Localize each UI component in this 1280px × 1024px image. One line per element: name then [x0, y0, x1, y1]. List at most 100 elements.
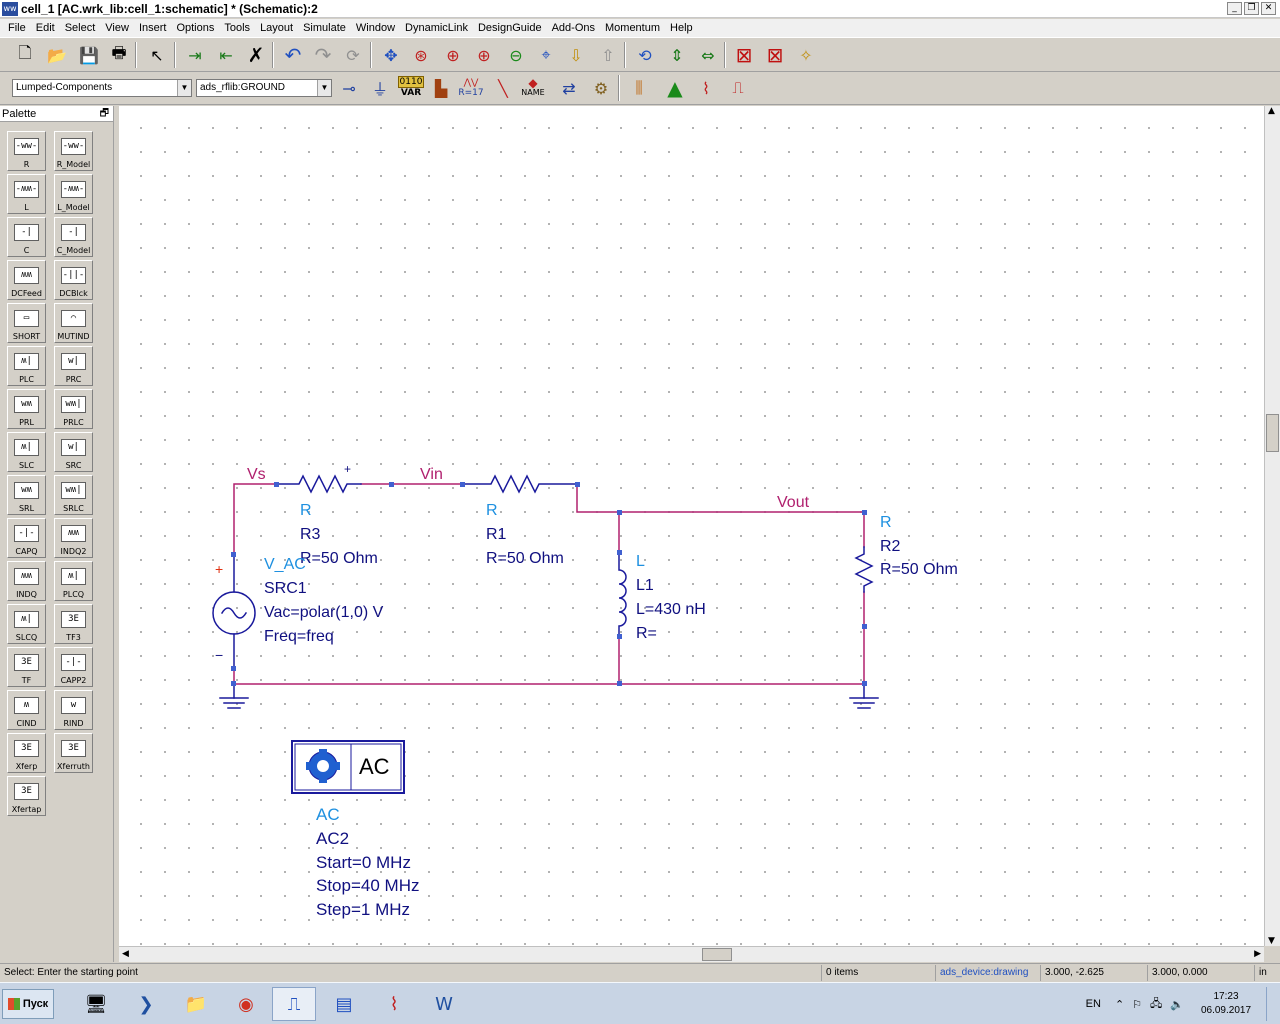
library-select[interactable]: Lumped-Components ▼ [12, 79, 192, 97]
menu-edit[interactable]: Edit [35, 22, 55, 34]
palette-item-mutind[interactable]: ⌒MUTIND [54, 303, 93, 343]
menu-help[interactable]: Help [670, 22, 693, 34]
menu-file[interactable]: File [8, 22, 26, 34]
save-icon[interactable]: 💾 [79, 45, 99, 65]
ads-schematic-window-icon[interactable]: ▤ [335, 993, 353, 1015]
palette-item-slcq[interactable]: ʍ|SLCQ [7, 604, 46, 644]
short-component-icon[interactable]: ⊠ [766, 43, 784, 67]
restore-button[interactable]: ❐ [1244, 2, 1259, 15]
menu-add-ons[interactable]: Add-Ons [551, 22, 595, 34]
wire-icon[interactable]: ╲ [498, 78, 508, 98]
zoom-in-icon[interactable]: ⊕ [446, 45, 460, 65]
wand-icon[interactable]: ✧ [799, 45, 813, 65]
print-icon[interactable]: 🖶 [111, 42, 127, 62]
inductor-l1[interactable] [618, 551, 627, 637]
swap-icon[interactable]: ⇄ [562, 78, 576, 98]
ads-main-window-icon[interactable]: ⎍ [272, 987, 316, 1021]
open-folder-icon[interactable]: 📂 [47, 45, 67, 65]
bar-chart-icon[interactable]: ▙ [434, 78, 448, 98]
resistor-r3[interactable] [275, 474, 362, 494]
simulate-icon[interactable]: ▲ [667, 76, 683, 100]
data-display-icon[interactable]: ⌇ [702, 78, 710, 98]
menu-momentum[interactable]: Momentum [605, 22, 661, 34]
zoom-view-all-icon[interactable]: ⊛ [414, 45, 428, 65]
chevron-down-icon[interactable]: ▼ [177, 80, 191, 96]
menu-insert[interactable]: Insert [138, 22, 167, 34]
palette-item-plc[interactable]: ʍ|PLC [7, 346, 46, 386]
menu-window[interactable]: Window [355, 22, 396, 34]
menu-designguide[interactable]: DesignGuide [477, 22, 542, 34]
mirror-y-icon[interactable]: ⇔ [701, 45, 715, 65]
menu-layout[interactable]: Layout [260, 22, 294, 34]
move-icon[interactable]: ✥ [384, 45, 398, 65]
ac-source-src1[interactable] [212, 554, 256, 670]
resistor-r1[interactable] [461, 474, 578, 494]
scroll-left-icon[interactable]: ◀ [122, 949, 129, 959]
rotate-icon[interactable]: ⟲ [638, 45, 652, 65]
scroll-up-icon[interactable]: ▲ [1268, 106, 1275, 116]
menu-dynamiclink[interactable]: DynamicLink [405, 22, 468, 34]
pop-up-icon[interactable]: ⇧ [601, 45, 615, 65]
menu-tools[interactable]: Tools [224, 22, 251, 34]
show-desktop-button[interactable] [1266, 987, 1280, 1021]
palette-item-src[interactable]: w|SRC [54, 432, 93, 472]
status-layer[interactable]: ads_device:drawing [935, 965, 1039, 981]
pop-out-hierarchy-icon[interactable]: ⇤ [219, 45, 233, 65]
minimize-button[interactable]: _ [1227, 2, 1242, 15]
schematic-canvas[interactable]: Vs Vin Vout + R R3 R=50 Ohm R R1 R=50 Oh… [119, 106, 1264, 946]
scroll-right-icon[interactable]: ▶ [1254, 949, 1261, 959]
chevron-down-icon[interactable]: ▼ [317, 80, 331, 96]
palette-item-r-model[interactable]: -ww-R_Model [54, 131, 93, 171]
palette-item-plcq[interactable]: ʍ|PLCQ [54, 561, 93, 601]
repeat-icon[interactable]: ⟳ [346, 45, 360, 65]
palette-item-l[interactable]: -ʍʍ-L [7, 174, 46, 214]
palette-item-c-model[interactable]: -| |-C_Model [54, 217, 93, 257]
powershell-icon[interactable]: ❯ [138, 993, 154, 1015]
delete-icon[interactable]: ✗ [247, 43, 265, 67]
palette-item-prlc[interactable]: wʍ|PRLC [54, 389, 93, 429]
ads-data-display-icon[interactable]: ⌇ [389, 993, 399, 1015]
action-center-flag-icon[interactable]: ⚐ [1132, 997, 1143, 1011]
mirror-x-icon[interactable]: ⇕ [670, 45, 684, 65]
menu-select[interactable]: Select [64, 22, 96, 34]
close-button[interactable]: ✕ [1261, 2, 1276, 15]
ads-app-icon[interactable]: ww [2, 1, 18, 16]
chevron-up-icon[interactable]: ⌃ [1114, 997, 1125, 1011]
ground-icon[interactable]: ⏚ [371, 80, 388, 99]
zoom-area-icon[interactable]: ⌖ [541, 45, 551, 64]
network-icon[interactable]: 🖧 [1150, 996, 1163, 1010]
horizontal-scrollbar[interactable]: ◀ ▶ [119, 946, 1264, 962]
undo-icon[interactable]: ↶ [284, 43, 302, 67]
push-down-icon[interactable]: ⇩ [569, 45, 583, 65]
port-icon[interactable]: ⊸ [342, 78, 356, 98]
volume-icon[interactable]: 🔈 [1170, 997, 1184, 1011]
ac-simulation-controller[interactable]: AC [291, 740, 405, 794]
menu-view[interactable]: View [105, 22, 129, 34]
file-explorer-icon[interactable]: 📁 [184, 993, 208, 1015]
undock-icon[interactable]: 🗗 [99, 108, 109, 119]
clock[interactable]: 17:23 06.09.2017 [1188, 990, 1264, 1018]
push-into-hierarchy-icon[interactable]: ⇥ [188, 45, 202, 65]
horizontal-scroll-thumb[interactable] [702, 948, 732, 961]
resistor-r2[interactable] [854, 546, 874, 593]
language-indicator[interactable]: EN [1085, 998, 1101, 1010]
palette-item-short[interactable]: ▭SHORT [7, 303, 46, 343]
name-label-button[interactable]: ◆ NAME [520, 75, 546, 101]
palette-item-l-model[interactable]: -ʍʍ-L_Model [54, 174, 93, 214]
server-manager-icon[interactable]: 🖥 [84, 993, 108, 1015]
net-label-vs[interactable]: Vs [247, 466, 266, 483]
word-icon[interactable]: W [435, 993, 453, 1015]
palette-item-dcblck[interactable]: -||-DCBlck [54, 260, 93, 300]
net-label-vin[interactable]: Vin [420, 466, 443, 483]
redo-icon[interactable]: ↷ [314, 43, 332, 67]
